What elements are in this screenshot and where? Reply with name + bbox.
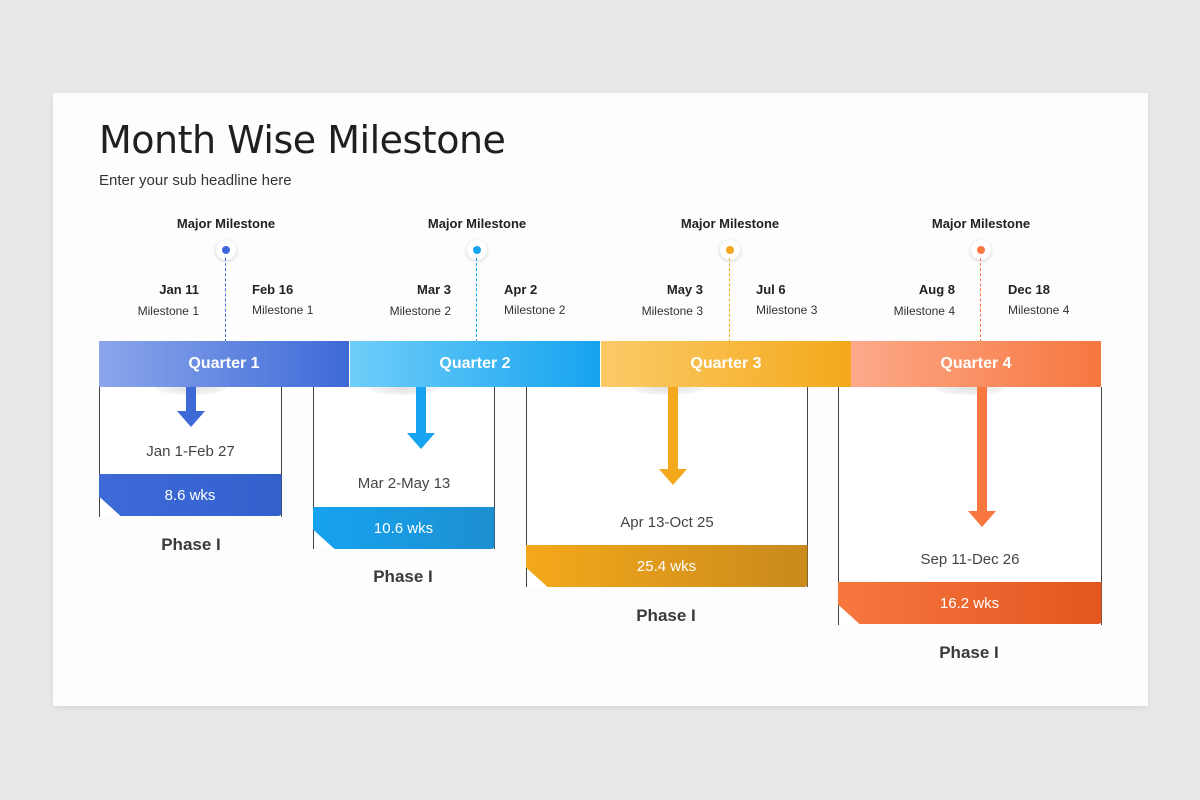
milestone-connector	[980, 258, 981, 342]
date-range-q3: Apr 13-Oct 25	[620, 514, 714, 531]
weeks-bar-q2: 10.6 wks	[313, 507, 495, 549]
phase-box-q4: Sep 11-Dec 26 16.2 wks	[838, 381, 1102, 625]
major-milestone-label-q4: Major Milestone	[931, 216, 1031, 231]
down-arrow-icon	[177, 387, 205, 427]
page-title: Month Wise Milestone	[99, 118, 506, 162]
phase-label-q1: Phase I	[161, 535, 221, 554]
milestone-dot-icon	[971, 240, 991, 260]
milestone-name-q2-right: Milestone 2	[504, 303, 566, 317]
quarter-bar-q3: Quarter 3	[601, 341, 851, 387]
weeks-bar-q1: 8.6 wks	[99, 474, 282, 516]
quarter-bar-q1: Quarter 1	[99, 341, 349, 387]
quarter-bar-q4: Quarter 4	[851, 341, 1101, 387]
milestone-date-q2-left: Mar 3	[417, 282, 451, 297]
milestone-name-q3-left: Milestone 3	[641, 304, 703, 318]
milestone-name-q4-left: Milestone 4	[893, 304, 955, 318]
date-range-q2: Mar 2-May 13	[357, 475, 451, 492]
phase-label-q3: Phase I	[636, 606, 696, 625]
milestone-date-q3-right: Jul 6	[756, 282, 786, 297]
down-arrow-icon	[407, 387, 435, 449]
milestone-connector	[729, 258, 730, 342]
phase-label-q4: Phase I	[939, 643, 999, 662]
phase-box-q2: Mar 2-May 13 10.6 wks	[313, 381, 495, 549]
milestone-date-q4-left: Aug 8	[918, 282, 955, 297]
down-arrow-icon	[659, 387, 687, 485]
page-subtitle: Enter your sub headline here	[99, 172, 292, 189]
major-milestone-label-q1: Major Milestone	[176, 216, 276, 231]
weeks-bar-q4: 16.2 wks	[838, 582, 1102, 624]
quarter-bar-q2: Quarter 2	[350, 341, 600, 387]
milestone-connector	[225, 258, 226, 342]
major-milestone-label-q2: Major Milestone	[427, 216, 527, 231]
milestone-date-q1-left: Jan 11	[159, 282, 199, 297]
milestone-dot-icon	[467, 240, 487, 260]
phase-label-q2: Phase I	[373, 567, 433, 586]
milestone-dot-icon	[216, 240, 236, 260]
milestone-name-q2-left: Milestone 2	[389, 304, 451, 318]
down-arrow-icon	[968, 387, 996, 527]
milestone-name-q1-right: Milestone 1	[252, 303, 314, 317]
milestone-name-q4-right: Milestone 4	[1008, 303, 1070, 317]
phase-box-q1: Jan 1-Feb 27 8.6 wks	[99, 381, 282, 517]
milestone-dot-icon	[720, 240, 740, 260]
milestone-name-q1-left: Milestone 1	[137, 304, 199, 318]
milestone-date-q4-right: Dec 18	[1008, 282, 1050, 297]
milestone-date-q3-left: May 3	[666, 282, 703, 297]
phase-box-q3: Apr 13-Oct 25 25.4 wks	[526, 381, 808, 587]
major-milestone-label-q3: Major Milestone	[680, 216, 780, 231]
weeks-bar-q3: 25.4 wks	[526, 545, 808, 587]
milestone-connector	[476, 258, 477, 342]
milestone-date-q2-right: Apr 2	[504, 282, 538, 297]
milestone-date-q1-right: Feb 16	[252, 282, 294, 297]
date-range-q4: Sep 11-Dec 26	[920, 551, 1020, 568]
milestone-name-q3-right: Milestone 3	[756, 303, 818, 317]
date-range-q1: Jan 1-Feb 27	[146, 443, 235, 460]
